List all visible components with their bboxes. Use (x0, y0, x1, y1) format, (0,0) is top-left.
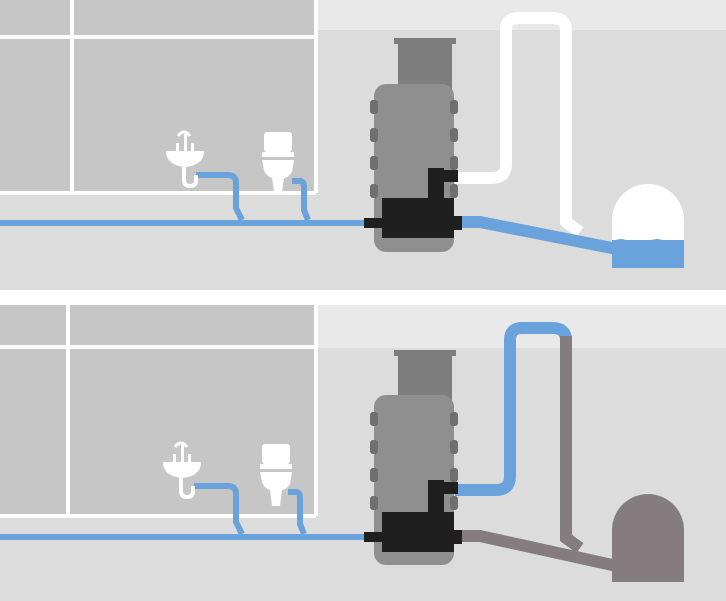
inflow-pipes (0, 483, 372, 540)
tank-neck-lip (394, 38, 456, 44)
sink-icon (166, 130, 204, 189)
lifting-pump-icon (364, 480, 462, 552)
toilet-icon (262, 132, 294, 192)
inflow-pipes (0, 172, 372, 226)
sink-icon (163, 441, 201, 500)
top-panel (0, 0, 726, 290)
sewer-chamber-icon (612, 184, 684, 268)
tank-neck (398, 40, 452, 90)
tank-neck-lip (394, 350, 456, 356)
sewer-pipe (456, 530, 628, 574)
sewer-pipe (456, 216, 634, 258)
tank-ribs (370, 100, 458, 198)
pressure-pipe-descending (560, 336, 584, 553)
tank-ribs (370, 412, 458, 510)
sewer-chamber-icon (612, 494, 684, 582)
tank-neck (398, 352, 452, 400)
basement-wall-grid (0, 0, 318, 195)
panel-separator (0, 290, 726, 305)
lifting-pump-icon (364, 168, 462, 238)
toilet-icon (260, 444, 292, 506)
bottom-panel (0, 305, 726, 601)
pressure-pipe (455, 12, 584, 237)
pressure-pipe-rising (455, 322, 572, 496)
basement-wall-grid (0, 305, 318, 518)
